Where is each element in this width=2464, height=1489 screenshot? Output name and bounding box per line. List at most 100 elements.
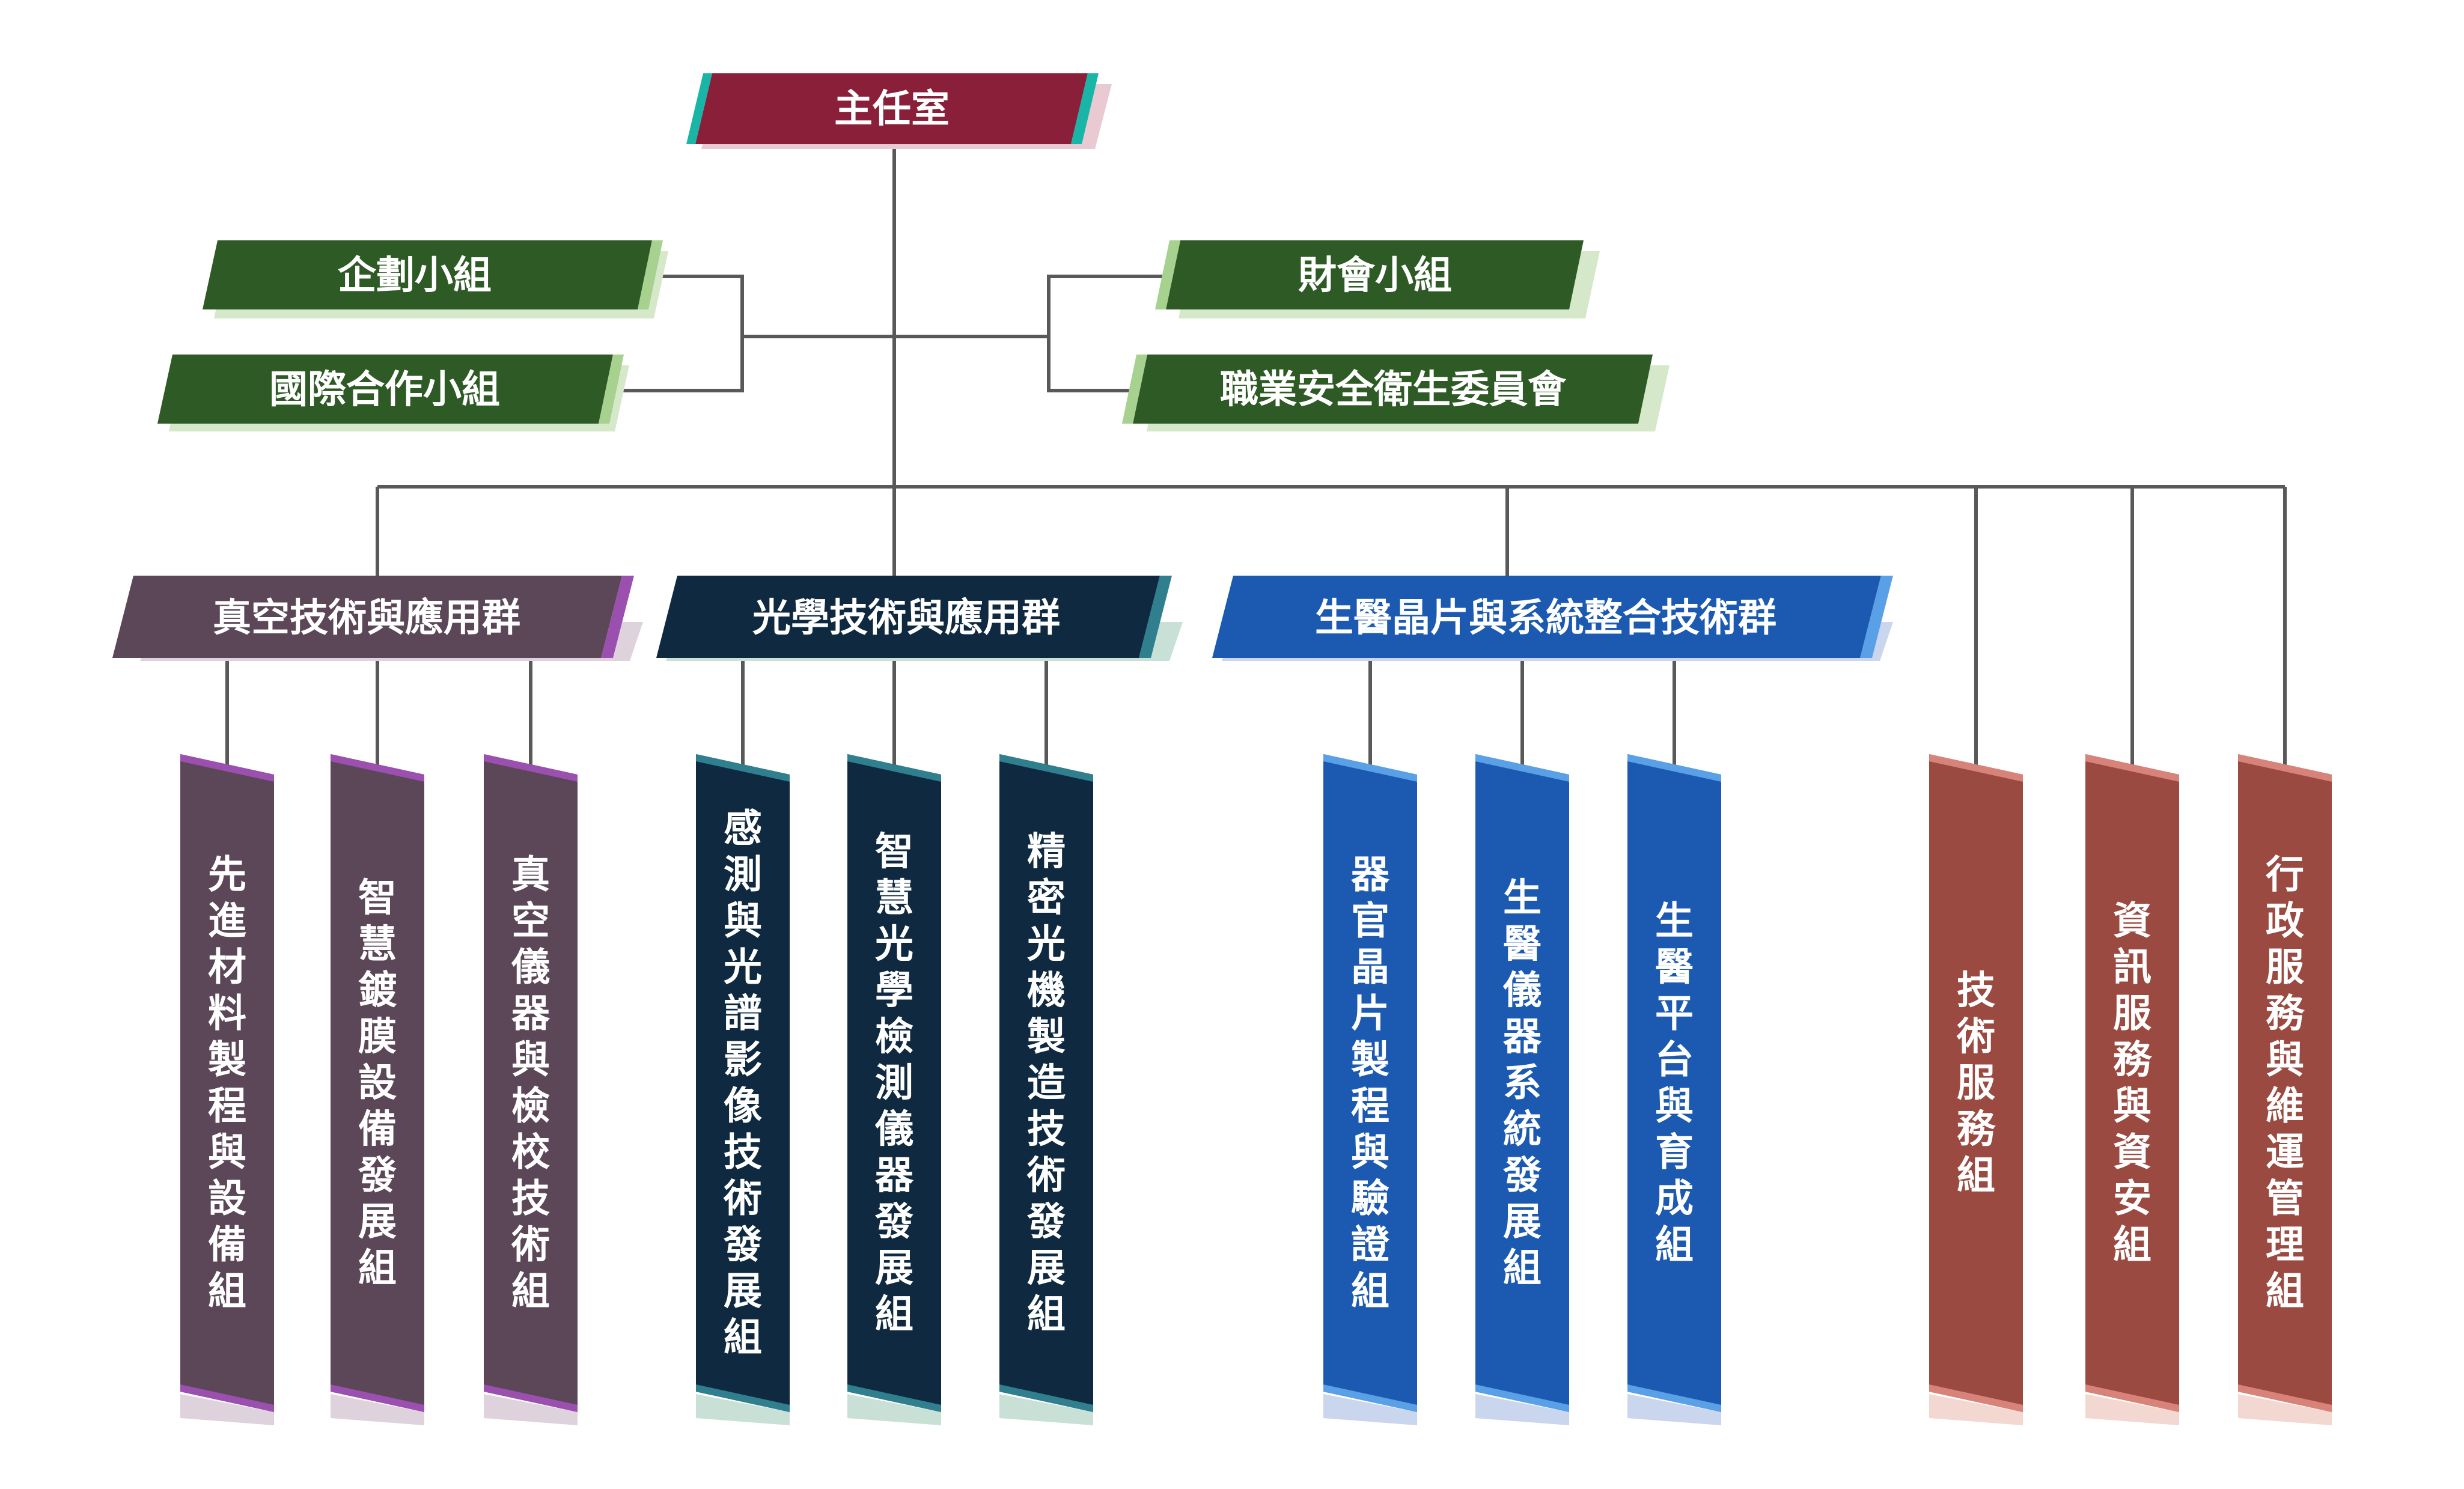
staff-box-safety-accent <box>1122 355 1147 424</box>
division-box-3-3: 生醫平台與育成組 <box>1627 754 1721 1425</box>
division-box-3-2-label: 生醫儀器系統發展組 <box>1502 876 1542 1291</box>
division-box-2-2: 智慧光學檢測儀器發展組 <box>847 754 941 1425</box>
staff-box-international: 國際合作小組 <box>157 355 629 431</box>
division-box-2-3-accent-bottom <box>999 1384 1093 1412</box>
division-box-3-1: 器官晶片製程與驗證組 <box>1323 754 1417 1425</box>
division-box-1-2: 智慧鍍膜設備發展組 <box>331 754 424 1425</box>
staff-box-finance: 財會小組 <box>1155 240 1600 318</box>
division-box-2-3-shadow <box>999 1394 1093 1425</box>
division-box-3-3-shape <box>1627 754 1721 1412</box>
division-box-1-3-accent-top <box>484 754 578 782</box>
division-box-3-2-shadow <box>1475 1394 1569 1425</box>
division-box-3-2-shape <box>1475 754 1569 1412</box>
staff-box-safety-shape <box>1133 355 1653 424</box>
division-box-2-2-accent-top <box>847 754 941 782</box>
staff-international-label: 國際合作小組 <box>269 368 500 412</box>
group-box-vacuum: 真空技術與應用群 <box>112 576 643 661</box>
division-box-1-2-accent-top <box>331 754 424 782</box>
group-optics-label: 光學技術與應用群 <box>752 596 1060 641</box>
staff-left-bracket <box>613 275 894 392</box>
division-box-2-1-shape <box>696 754 790 1412</box>
division-boxes: 先進材料製程與設備組 智慧鍍膜設備發展組 真空儀器與檢校技術組 感測與光譜影像技術發展… <box>180 754 2332 1425</box>
division-box-1-2-shape <box>331 754 424 1412</box>
division-box-3-1-accent-bottom <box>1323 1384 1417 1412</box>
staff-box-planning: 企劃小組 <box>203 240 668 318</box>
division-box-2-2-accent-bottom <box>847 1384 941 1412</box>
group-box-vacuum-accent <box>601 576 634 658</box>
group-box-optics-shape <box>656 576 1160 658</box>
staff-box-planning-accent <box>638 240 663 309</box>
director-label: 主任室 <box>834 87 950 132</box>
division-box-2-1-accent-bottom <box>696 1384 790 1412</box>
division-box-3-1-shape <box>1323 754 1417 1412</box>
connector-lines <box>225 147 2287 769</box>
division-box-3-2-accent-top <box>1475 754 1569 782</box>
division-box-3-1-shadow <box>1323 1394 1417 1425</box>
division-box-3-3-accent-bottom <box>1627 1384 1721 1412</box>
service-unit-box-1-label: 技術服務組 <box>1956 969 1996 1198</box>
staff-box-international-shape <box>157 355 613 424</box>
division-box-2-3-shape <box>999 754 1093 1412</box>
division-box-1-1-label: 先進材料製程與設備組 <box>208 853 246 1314</box>
division-box-2-1-label: 感測與光譜影像技術發展組 <box>723 807 762 1360</box>
staff-box-finance-accent <box>1155 240 1180 309</box>
group-vacuum-label: 真空技術與應用群 <box>213 596 520 641</box>
group-box-optics: 光學技術與應用群 <box>656 576 1183 661</box>
group-biomed-label: 生醫晶片與系統整合技術群 <box>1315 596 1776 641</box>
service-unit-box-2-label: 資訊服務與資安組 <box>2113 900 2152 1268</box>
division-box-2-3-accent-top <box>999 754 1093 782</box>
service-unit-box-1: 技術服務組 <box>1929 754 2023 1425</box>
division-box-3-3-accent-top <box>1627 754 1721 782</box>
division-box-3-2: 生醫儀器系統發展組 <box>1475 754 1569 1425</box>
service-unit-box-3-label: 行政服務與維運管理組 <box>2266 853 2305 1314</box>
division-box-1-2-accent-bottom <box>331 1384 424 1412</box>
division-box-1-3-shape <box>484 754 578 1412</box>
group-box-vacuum-shape <box>112 576 622 658</box>
staff-box-planning-shape <box>203 240 652 309</box>
service-unit-box-3-accent-top <box>2238 754 2332 782</box>
vacuum-division-drops <box>225 658 532 769</box>
division-box-1-1: 先進材料製程與設備組 <box>180 754 274 1425</box>
staff-right-bracket <box>894 275 1166 392</box>
division-box-1-1-shadow <box>180 1394 274 1425</box>
division-box-3-1-label: 器官晶片製程與驗證組 <box>1351 853 1390 1314</box>
director-accent-left <box>686 73 712 144</box>
service-unit-box-3: 行政服務與維運管理組 <box>2238 754 2332 1425</box>
director-accent-right <box>1071 73 1099 144</box>
staff-finance-label: 財會小組 <box>1298 254 1452 298</box>
service-unit-box-1-shadow <box>1929 1394 2023 1425</box>
service-unit-box-2-shadow <box>2085 1394 2179 1425</box>
division-box-2-1: 感測與光譜影像技術發展組 <box>696 754 790 1425</box>
director-box: 主任室 <box>686 73 1112 149</box>
division-box-2-1-shadow <box>696 1394 790 1425</box>
division-box-1-1-accent-bottom <box>180 1384 274 1412</box>
group-box-optics-accent <box>1139 576 1172 658</box>
service-unit-box-2-accent-top <box>2085 754 2179 782</box>
director-box-shape <box>695 73 1088 144</box>
division-box-1-2-label: 智慧鍍膜設備發展組 <box>358 876 397 1291</box>
division-box-2-1-accent-top <box>696 754 790 782</box>
division-box-3-1-accent-top <box>1323 754 1417 782</box>
staff-safety-label: 職業安全衛生委員會 <box>1220 368 1567 412</box>
division-box-1-2-shadow <box>331 1394 424 1425</box>
division-box-1-3: 真空儀器與檢校技術組 <box>484 754 578 1425</box>
service-unit-box-1-accent-top <box>1929 754 2023 782</box>
staff-planning-label: 企劃小組 <box>338 254 492 298</box>
division-box-2-2-shape <box>847 754 941 1412</box>
division-box-2-3: 精密光機製造技術發展組 <box>999 754 1093 1425</box>
division-box-1-3-shadow <box>484 1394 578 1425</box>
division-box-3-3-label: 生醫平台與育成組 <box>1655 900 1694 1268</box>
service-unit-box-2: 資訊服務與資安組 <box>2085 754 2179 1425</box>
staff-box-international-accent <box>599 355 624 424</box>
service-unit-box-3-shape <box>2238 754 2332 1412</box>
division-box-2-2-label: 智慧光學檢測儀器發展組 <box>874 830 914 1337</box>
division-box-1-1-shape <box>180 754 274 1412</box>
service-unit-box-1-accent-bottom <box>1929 1384 2023 1412</box>
service-unit-box-2-accent-bottom <box>2085 1384 2179 1412</box>
group-box-biomed-accent <box>1860 576 1893 658</box>
division-box-3-3-shadow <box>1627 1394 1721 1425</box>
optics-division-drops <box>741 658 1048 769</box>
division-box-1-3-label: 真空儀器與檢校技術組 <box>511 853 550 1314</box>
